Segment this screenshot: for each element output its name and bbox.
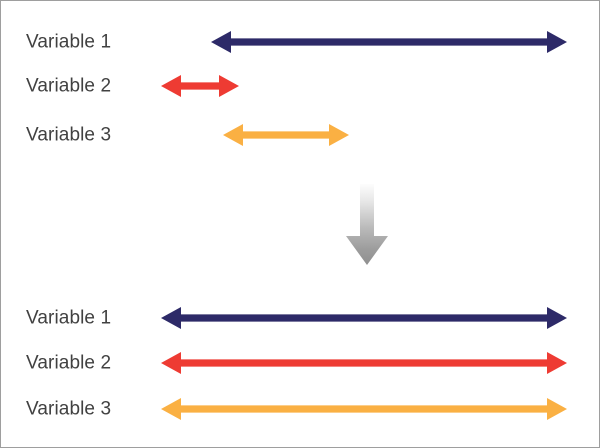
double-arrow-before-variable-1 [211,31,567,53]
double-arrow-after-variable-2 [161,352,567,374]
row-after-variable-2: Variable 2 [1,340,599,386]
row-after-variable-3: Variable 3 [1,386,599,432]
arrow-shape [211,31,567,53]
label-before-variable-3: Variable 3 [26,124,112,146]
row-after-variable-1: Variable 1 [1,295,599,341]
panel-after: Variable 1 Variable 2 Variable 3 [1,286,599,447]
double-arrow-before-variable-2 [161,75,239,97]
double-arrow-after-variable-1 [161,307,567,329]
down-arrow-icon [346,184,388,265]
arrow-shape [161,352,567,374]
arrow-shape [161,398,567,420]
arrow-shape [161,75,239,97]
row-before-variable-3: Variable 3 [1,112,599,158]
panel-before: Variable 1 Variable 2 Variable 3 [1,1,599,176]
label-before-variable-2: Variable 2 [26,75,112,97]
arrow-shape [223,124,349,146]
arrow-shape [346,184,388,265]
arrow-shape [161,307,567,329]
row-before-variable-2: Variable 2 [1,63,599,109]
transition-arrow-container [344,184,390,266]
label-after-variable-3: Variable 3 [26,398,112,420]
label-after-variable-1: Variable 1 [26,307,112,329]
label-after-variable-2: Variable 2 [26,352,112,374]
label-before-variable-1: Variable 1 [26,31,112,53]
double-arrow-after-variable-3 [161,398,567,420]
double-arrow-before-variable-3 [223,124,349,146]
row-before-variable-1: Variable 1 [1,19,599,65]
